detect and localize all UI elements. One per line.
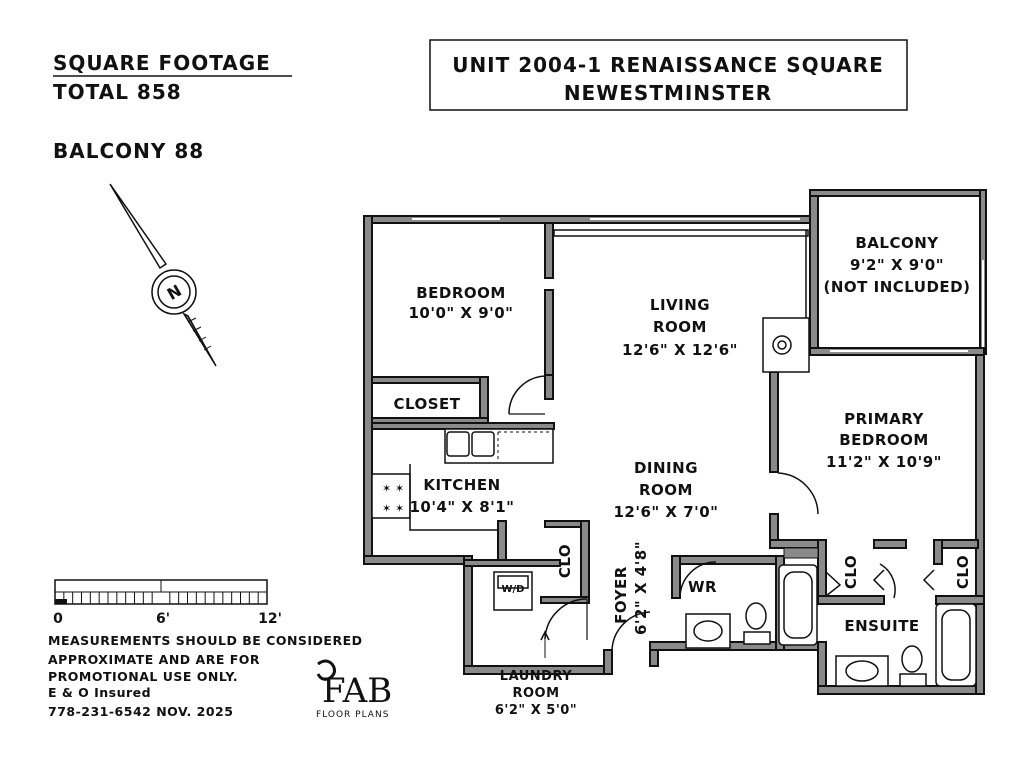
laundry-label-1: LAUNDRY — [500, 669, 572, 684]
scale-label-6: 6' — [156, 611, 170, 627]
exterior-walls — [363, 189, 987, 695]
closet-label: CLOSET — [393, 395, 460, 413]
total-area: TOTAL 858 — [53, 80, 182, 104]
foyer-size: 6'2" X 4'8" — [632, 541, 650, 635]
scale-label-0: 0 — [53, 611, 63, 627]
note-line-1: MEASUREMENTS SHOULD BE CONSIDERED — [48, 633, 363, 648]
primary-size: 11'2" X 10'9" — [826, 453, 942, 471]
closet-left-label: CLO — [842, 555, 860, 589]
fixtures: ✶ ✶ ✶ ✶ — [371, 428, 977, 687]
scale-label-12: 12' — [258, 611, 282, 627]
living-size: 12'6" X 12'6" — [622, 341, 738, 359]
bedroom-size: 10'0" X 9'0" — [408, 304, 513, 322]
north-compass-icon: N — [109, 183, 217, 367]
unit-title-box: UNIT 2004-1 RENAISSANCE SQUARE NEWESTMIN… — [429, 39, 908, 111]
square-footage-title: SQUARE FOOTAGE — [53, 51, 271, 75]
doors — [508, 375, 935, 651]
disclaimer-notes: MEASUREMENTS SHOULD BE CONSIDERED APPROX… — [48, 633, 363, 719]
primary-label-1: PRIMARY — [844, 410, 924, 428]
living-label-2: ROOM — [653, 318, 707, 336]
fab-logo: FAB FLOOR PLANS — [316, 659, 392, 720]
wr-label: WR — [688, 578, 717, 596]
note-line-3: PROMOTIONAL USE ONLY. — [48, 669, 238, 684]
balcony-size: 9'2" X 9'0" — [850, 256, 944, 274]
scale-bar: 0 6' 12' — [53, 579, 282, 627]
kitchen-closet-label: CLO — [556, 544, 574, 578]
washer-dryer-label: W/D — [502, 584, 525, 595]
burner-icon-4: ✶ — [395, 502, 404, 515]
primary-label-2: BEDROOM — [839, 431, 929, 449]
burner-icon-1: ✶ — [382, 482, 391, 495]
dining-label-1: DINING — [634, 459, 698, 477]
balcony-area: BALCONY 88 — [53, 139, 204, 163]
dining-label-2: ROOM — [639, 481, 693, 499]
dining-size: 12'6" X 7'0" — [613, 503, 718, 521]
kitchen-label: KITCHEN — [423, 476, 500, 494]
burner-icon-3: ✶ — [382, 502, 391, 515]
unit-title: UNIT 2004-1 RENAISSANCE SQUARE — [452, 53, 884, 77]
laundry-size: 6'2" X 5'0" — [495, 703, 577, 718]
living-label-1: LIVING — [650, 296, 710, 314]
square-footage-block: SQUARE FOOTAGE TOTAL 858 BALCONY 88 — [53, 51, 292, 163]
balcony-label: BALCONY — [855, 234, 939, 252]
balcony-note: (NOT INCLUDED) — [824, 278, 971, 296]
note-line-4: E & O Insured — [48, 685, 151, 700]
foyer-label: FOYER — [612, 566, 630, 624]
bedroom-label: BEDROOM — [416, 284, 506, 302]
burner-icon-2: ✶ — [395, 482, 404, 495]
note-line-5: 778-231-6542 NOV. 2025 — [48, 704, 233, 719]
logo-brand: FAB — [322, 671, 392, 711]
closet-right-label: CLO — [954, 555, 972, 589]
note-line-2: APPROXIMATE AND ARE FOR — [48, 652, 260, 667]
logo-subtitle: FLOOR PLANS — [316, 710, 389, 720]
ensuite-label: ENSUITE — [844, 617, 919, 635]
laundry-label-2: ROOM — [512, 686, 559, 701]
kitchen-size: 10'4" X 8'1" — [409, 498, 514, 516]
unit-city: NEWESTMINSTER — [564, 81, 772, 105]
room-labels: BEDROOM 10'0" X 9'0" CLOSET LIVING ROOM … — [393, 234, 972, 718]
